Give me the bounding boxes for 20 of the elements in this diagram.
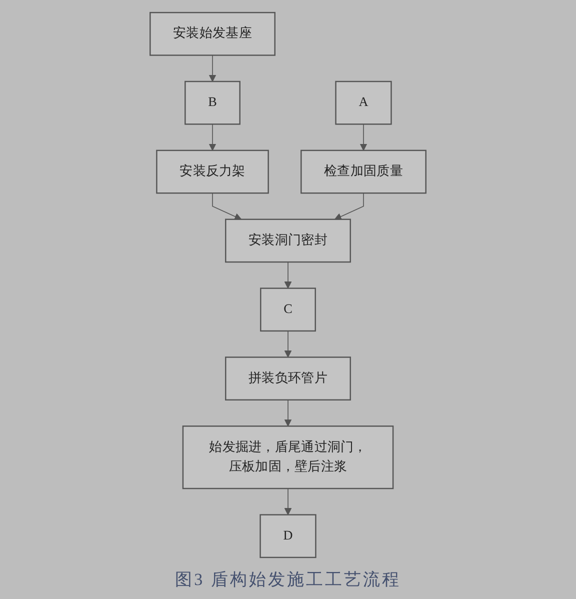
figure-caption: 图3 盾构始发施工工艺流程 bbox=[175, 569, 401, 591]
node-box: 安装洞门密封 bbox=[225, 218, 351, 263]
node-box: 安装反力架 bbox=[156, 150, 269, 194]
arrow bbox=[284, 488, 292, 516]
node-box: A bbox=[335, 80, 392, 125]
arrow bbox=[208, 124, 216, 151]
node-box: 安装始发基座 bbox=[150, 12, 276, 56]
arrow bbox=[334, 192, 364, 220]
node-box: 拼装负环管片 bbox=[225, 356, 351, 400]
arrow bbox=[212, 192, 242, 220]
arrow bbox=[208, 54, 216, 82]
node-box: D bbox=[260, 514, 316, 558]
node-box: 始发掘进，盾尾通过洞门，压板加固，壁后注浆 bbox=[182, 426, 394, 490]
arrow bbox=[284, 262, 292, 289]
arrow bbox=[284, 399, 292, 426]
arrow bbox=[284, 330, 292, 358]
node-box: B bbox=[184, 80, 240, 125]
arrow bbox=[360, 124, 368, 151]
node-box: C bbox=[260, 288, 316, 332]
node-box: 检查加固质量 bbox=[300, 150, 426, 194]
